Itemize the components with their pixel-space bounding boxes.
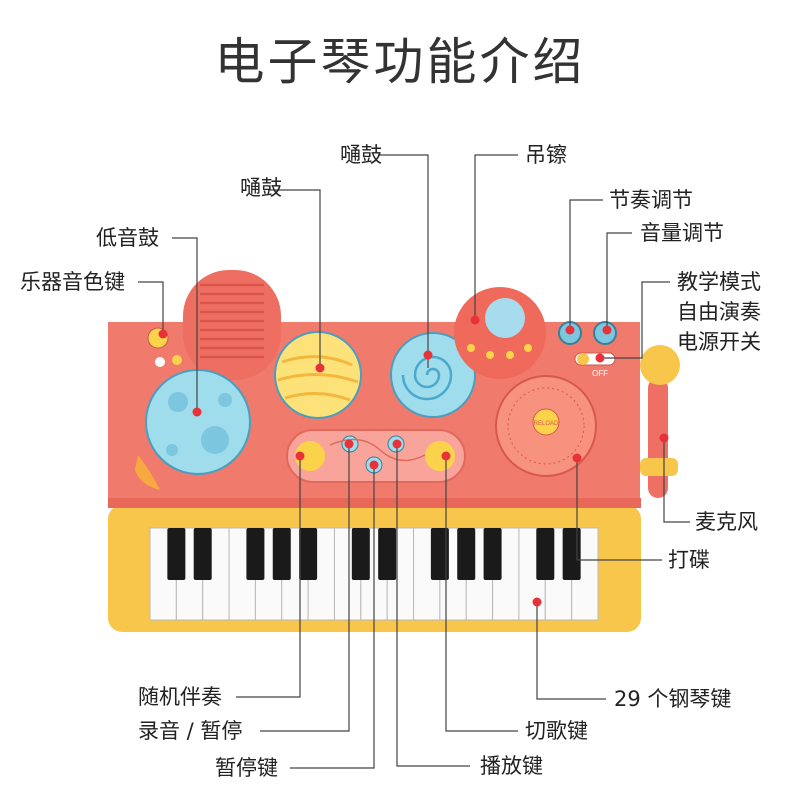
bass-drum[interactable] xyxy=(145,369,251,475)
label-instrument-tone: 乐器音色键 xyxy=(20,270,125,294)
page-title: 电子琴功能介绍 xyxy=(214,33,586,91)
black-key[interactable] xyxy=(167,528,186,580)
tom-swirl xyxy=(401,355,453,401)
label-play-key: 播放键 xyxy=(480,754,543,778)
label-rhythm: 节奏调节 xyxy=(609,188,693,212)
black-key[interactable] xyxy=(457,528,476,580)
microphone-head[interactable] xyxy=(640,345,680,385)
black-key[interactable] xyxy=(536,528,555,580)
bass-drum-crater xyxy=(218,393,232,407)
label-random-accomp: 随机伴奏 xyxy=(138,685,222,709)
label-tom-1: 嗵鼓 xyxy=(240,176,282,200)
bass-drum-crater xyxy=(168,392,188,412)
bass-drum-crater xyxy=(201,426,229,454)
label-record-pause: 录音 / 暂停 xyxy=(138,719,243,743)
black-key[interactable] xyxy=(351,528,370,580)
label-bass-drum: 低音鼓 xyxy=(96,226,159,250)
speaker xyxy=(183,270,281,380)
markers xyxy=(158,315,669,607)
black-key[interactable] xyxy=(483,528,502,580)
label-dj: 打碟 xyxy=(668,548,710,572)
label-tom-2: 嗵鼓 xyxy=(340,143,382,167)
black-key[interactable] xyxy=(562,528,581,580)
black-key[interactable] xyxy=(430,528,449,580)
flame-decoration xyxy=(135,455,160,490)
speaker-grille xyxy=(200,283,264,359)
dj-center-text: RELOAD xyxy=(534,421,559,427)
switch-off-text: OFF xyxy=(592,369,608,378)
microphone-holder xyxy=(640,458,678,476)
leader-lines xyxy=(138,154,690,769)
random-accomp-button[interactable] xyxy=(295,441,325,471)
label-switch-song: 切歌键 xyxy=(525,719,588,743)
black-key[interactable] xyxy=(246,528,265,580)
label-cymbal: 吊镲 xyxy=(525,143,567,167)
control-tray xyxy=(286,429,466,483)
black-key[interactable] xyxy=(378,528,397,580)
black-key[interactable] xyxy=(193,528,212,580)
switch-song-button[interactable] xyxy=(425,441,455,471)
label-teach-mode: 教学模式 xyxy=(677,270,761,294)
cymbal-dome xyxy=(485,298,525,338)
label-volume: 音量调节 xyxy=(640,221,724,245)
bass-drum-crater xyxy=(166,444,178,456)
dj-center-button[interactable] xyxy=(532,408,560,436)
label-power: 电源开关 xyxy=(677,330,761,354)
black-keys xyxy=(167,528,581,580)
tom-stripes xyxy=(277,355,359,402)
tom-drum-blue[interactable] xyxy=(390,332,476,418)
label-microphone: 麦克风 xyxy=(695,510,758,534)
label-free-play: 自由演奏 xyxy=(677,300,761,324)
label-piano-keys: 29 个钢琴键 xyxy=(614,687,732,711)
black-key[interactable] xyxy=(272,528,291,580)
black-key[interactable] xyxy=(299,528,318,580)
label-pause-key: 暂停键 xyxy=(215,756,278,780)
switch-thumb[interactable] xyxy=(577,353,589,365)
